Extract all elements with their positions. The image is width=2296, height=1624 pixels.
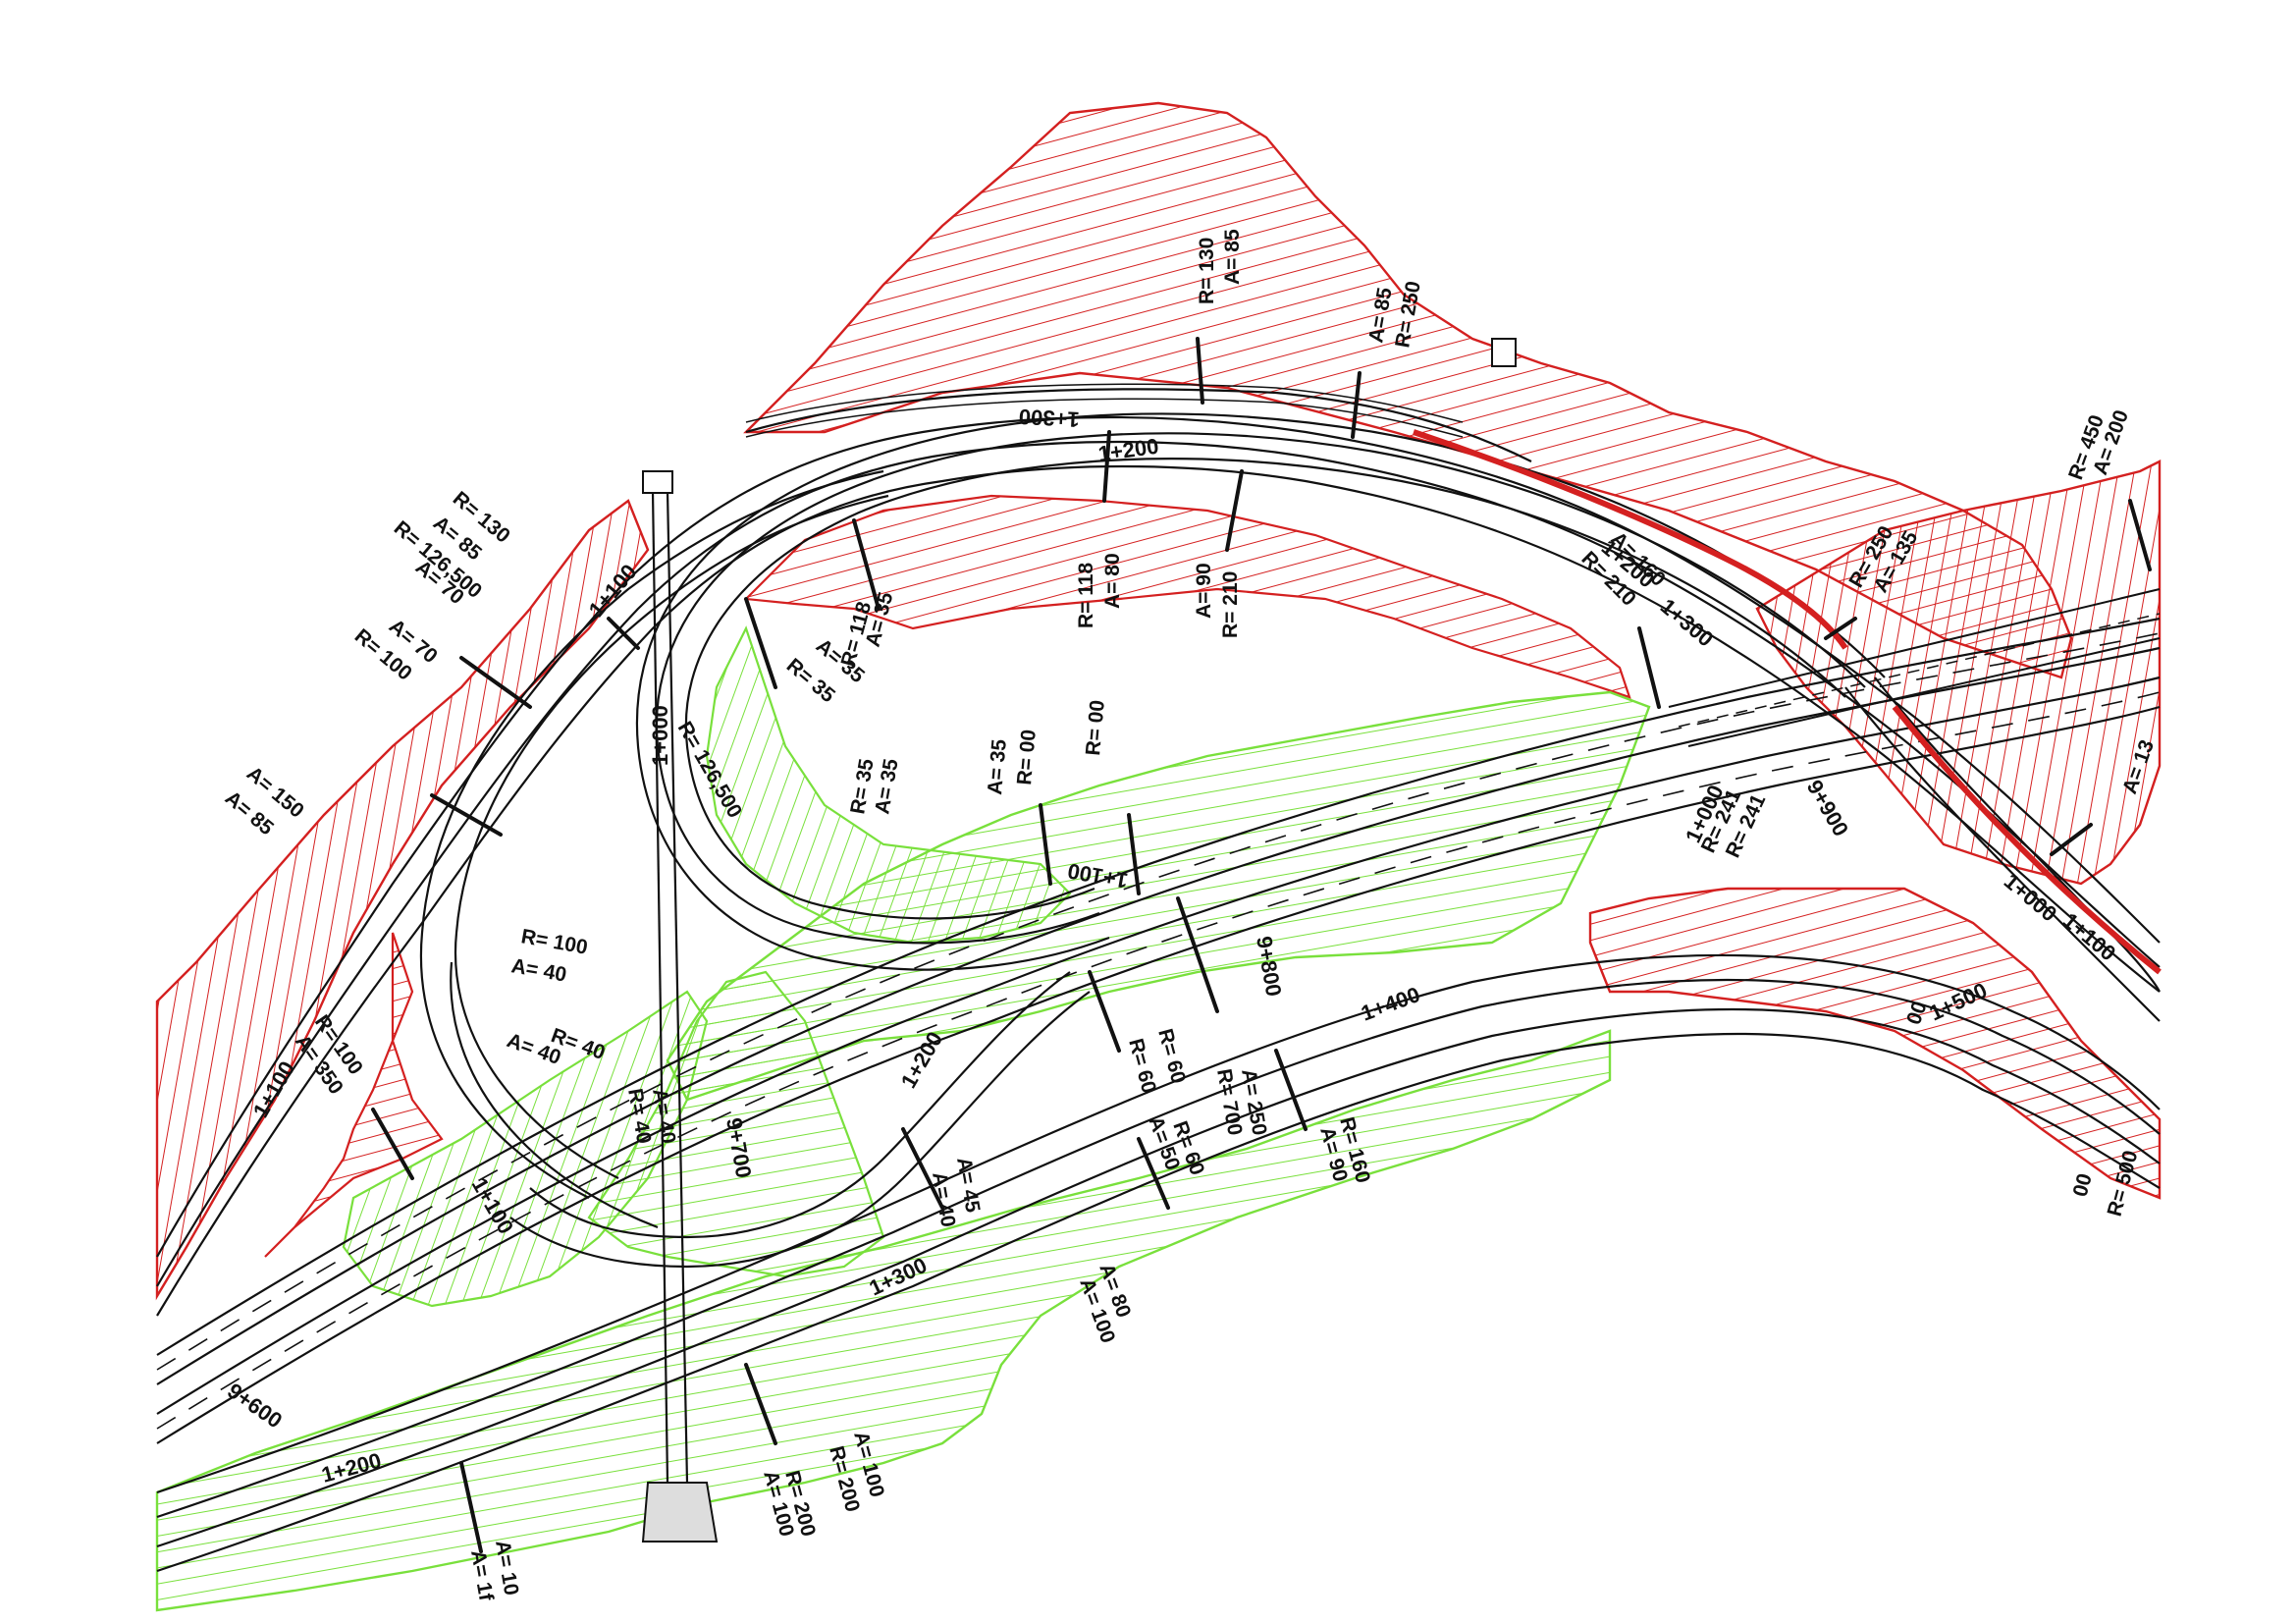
fill-zone-loop-inner (705, 625, 1072, 945)
curve-parameter-label: R= 210 (1219, 571, 1242, 638)
curve-parameter-label: R= 118 (1075, 563, 1097, 628)
alignment-ticks (371, 337, 2152, 1553)
cut-zone-loop-interior (743, 494, 1631, 699)
south-loop-ramp (509, 971, 1091, 1269)
curve-parameter-label: A= 80 (1101, 553, 1124, 609)
vertical-pipeline (641, 470, 719, 1543)
curve-parameter-label: R= 60 (1153, 1026, 1190, 1086)
curve-parameter-label: A= 35 (984, 738, 1011, 796)
fill-zone-central (666, 690, 1651, 1102)
station-label: 9+600 (223, 1379, 287, 1434)
station-label: 1+300 (1018, 405, 1080, 432)
curve-parameter-label: A= 40 (928, 1170, 959, 1229)
east-slip-road (1844, 677, 2162, 1022)
station-label: 1+300 (1656, 594, 1718, 652)
inner-loop-west (419, 469, 889, 1229)
curve-parameter-label: A= 1f (466, 1548, 498, 1603)
retaining-wall-north (745, 338, 1517, 438)
cut-zone-west-inner (264, 932, 444, 1258)
outer-loop-west (156, 415, 2161, 1317)
curve-parameter-label: A= 90 (1193, 563, 1215, 619)
cut-zone-southeast (1588, 887, 2162, 1200)
curve-parameter-label: A= 40 (509, 954, 568, 986)
station-label: 9+900 (1802, 776, 1854, 840)
curve-parameter-label: A= 85 (1221, 229, 1244, 285)
cut-zones (155, 101, 2162, 1301)
cut-zone-east (1755, 460, 2162, 886)
curve-parameter-label: R= 100 (519, 925, 589, 959)
road-network (156, 338, 2162, 1573)
curve-parameter-label: R= 130 (1196, 238, 1218, 304)
curve-parameter-label: R= 00 (1082, 699, 1109, 756)
station-label: 1+200 (1096, 434, 1160, 466)
southern-road (156, 953, 2161, 1573)
north-service-road (745, 388, 1848, 650)
curve-parameter-label: R= 60 (1124, 1036, 1160, 1096)
station-label: 1+000 (648, 705, 672, 766)
curve-parameter-label: R= 00 (1013, 729, 1041, 785)
cut-zone-west (155, 499, 650, 1301)
east-bridge (1668, 588, 2161, 747)
curve-parameter-label: 00 (2069, 1171, 2097, 1200)
station-label: 1+400 (1358, 982, 1423, 1026)
